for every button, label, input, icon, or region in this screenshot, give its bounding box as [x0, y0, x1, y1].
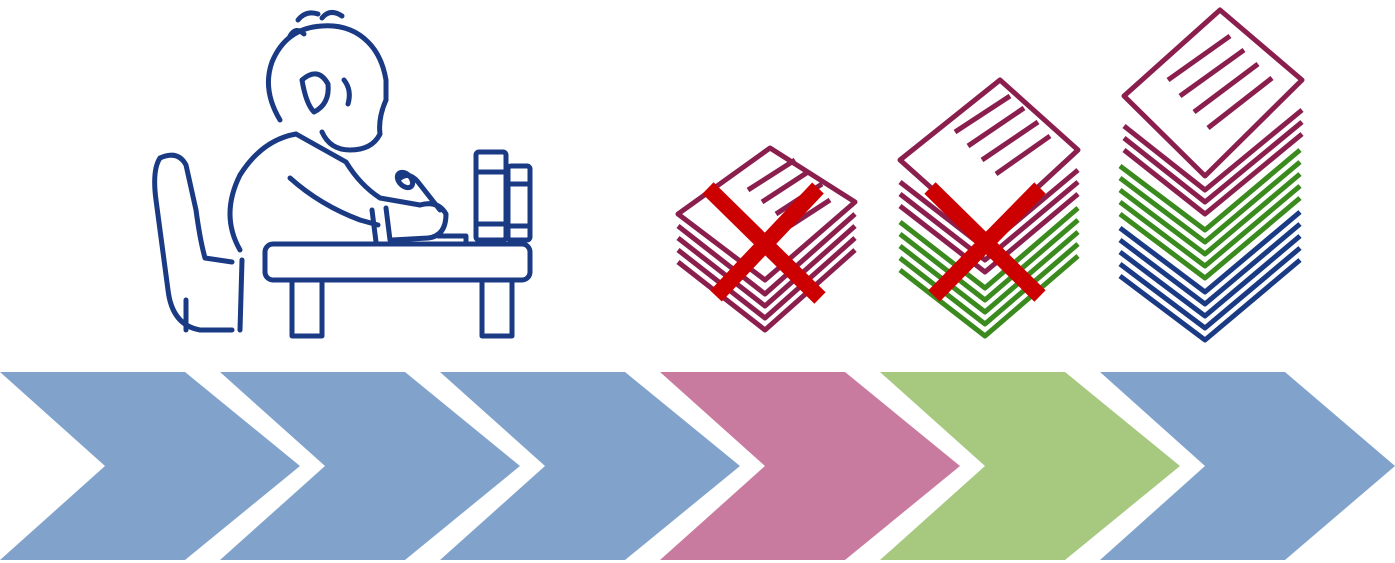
paper-stack-1 [678, 148, 855, 330]
paper-stack-3 [1120, 10, 1302, 340]
process-chevron-row [0, 372, 1395, 560]
person-writing-at-desk-icon [155, 12, 530, 336]
paper-stack-2 [900, 80, 1078, 336]
